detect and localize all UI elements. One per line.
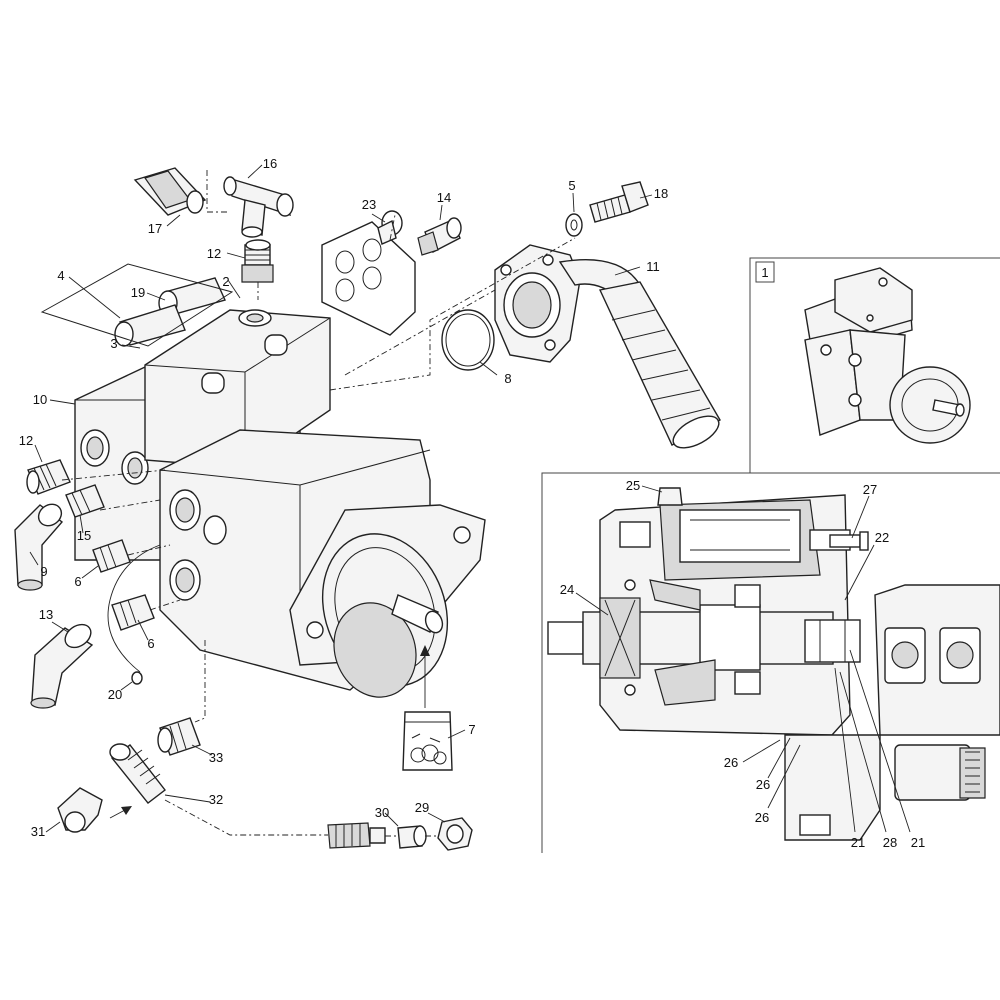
- callout-20: 20: [108, 687, 122, 702]
- plug-23: [377, 210, 403, 245]
- fittings-19-3: [114, 277, 226, 347]
- elbow-9: [14, 503, 64, 591]
- callout-18: 18: [654, 186, 668, 201]
- callout-12-left: 12: [19, 433, 33, 448]
- adapter-12-top: [241, 239, 274, 283]
- fitting-15: [65, 484, 105, 518]
- fitting-6-upper: [92, 539, 131, 573]
- callout-22: 22: [875, 530, 889, 545]
- adapter-17: [133, 167, 207, 216]
- callout-9: 9: [40, 564, 47, 579]
- callout-24: 24: [560, 582, 574, 597]
- arrow-31-head: [121, 806, 132, 815]
- callout-7: 7: [468, 722, 475, 737]
- bolt-18-washer-5: [565, 181, 649, 237]
- fitting-14: [417, 217, 462, 256]
- callout-4: 4: [57, 268, 64, 283]
- hose-end-30: [327, 822, 386, 849]
- callout-6-upper: 6: [74, 574, 81, 589]
- callout-14: 14: [437, 190, 451, 205]
- callout-31: 31: [31, 824, 45, 839]
- callout-6-lower: 6: [147, 636, 154, 651]
- callout-3: 3: [110, 336, 117, 351]
- callout-21-left: 21: [851, 835, 865, 850]
- callout-25: 25: [626, 478, 640, 493]
- callout-5: 5: [568, 178, 575, 193]
- fitting-6-lower: [111, 594, 155, 631]
- inset-reference-box: [755, 261, 775, 283]
- leader-lines: [29, 164, 911, 833]
- callout-21-right: 21: [911, 835, 925, 850]
- callout-15: 15: [77, 528, 91, 543]
- callout-16: 16: [263, 156, 277, 171]
- callout-10: 10: [33, 392, 47, 407]
- seal-kit-bag-7: [402, 711, 453, 771]
- tee-fitting-16: [223, 176, 294, 238]
- nut-29: [437, 817, 473, 851]
- elbow-13: [30, 623, 94, 709]
- callout-27: 27: [863, 482, 877, 497]
- assembly-center-lines: [61, 170, 576, 837]
- gasket-plate: [321, 221, 416, 336]
- fitting-33: [157, 717, 201, 756]
- bag-arrow-head: [420, 645, 430, 656]
- arrow-31: [109, 809, 126, 819]
- callout-26-b: 26: [756, 777, 770, 792]
- fittings-19-3-group-outline: [40, 263, 234, 347]
- callout-29: 29: [415, 800, 429, 815]
- callout-30: 30: [375, 805, 389, 820]
- callout-19: 19: [131, 285, 145, 300]
- elbow-pipe-assembly: [494, 244, 721, 449]
- o-ring-8: [441, 309, 495, 371]
- hose-end-32: [109, 743, 166, 804]
- callout-labels: 1 2 3 4 5 6 6 7 8 9 10 11 12 12 13 14 15…: [19, 156, 925, 850]
- inset-assembly-view: [804, 267, 971, 444]
- inset-frame-assembly: [749, 257, 1000, 473]
- callout-28: 28: [883, 835, 897, 850]
- fitting-30: [397, 825, 427, 849]
- callout-33: 33: [209, 750, 223, 765]
- inset-frame-cutaway: [541, 472, 1000, 853]
- inset-cutaway-section: [547, 487, 1000, 841]
- o-ring-20: [131, 671, 143, 685]
- callout-32: 32: [209, 792, 223, 807]
- callout-1: 1: [761, 265, 768, 280]
- elbow-31: [57, 787, 103, 833]
- callout-11: 11: [646, 259, 660, 274]
- callout-17: 17: [148, 221, 162, 236]
- fitting-12-left: [26, 459, 71, 495]
- pump-main-body: [74, 309, 486, 698]
- callout-12-top: 12: [207, 246, 221, 261]
- callout-2: 2: [222, 274, 229, 289]
- callout-23: 23: [362, 197, 376, 212]
- callout-26-a: 26: [724, 755, 738, 770]
- callout-26-c: 26: [755, 810, 769, 825]
- callout-13: 13: [39, 607, 53, 622]
- callout-8: 8: [504, 371, 511, 386]
